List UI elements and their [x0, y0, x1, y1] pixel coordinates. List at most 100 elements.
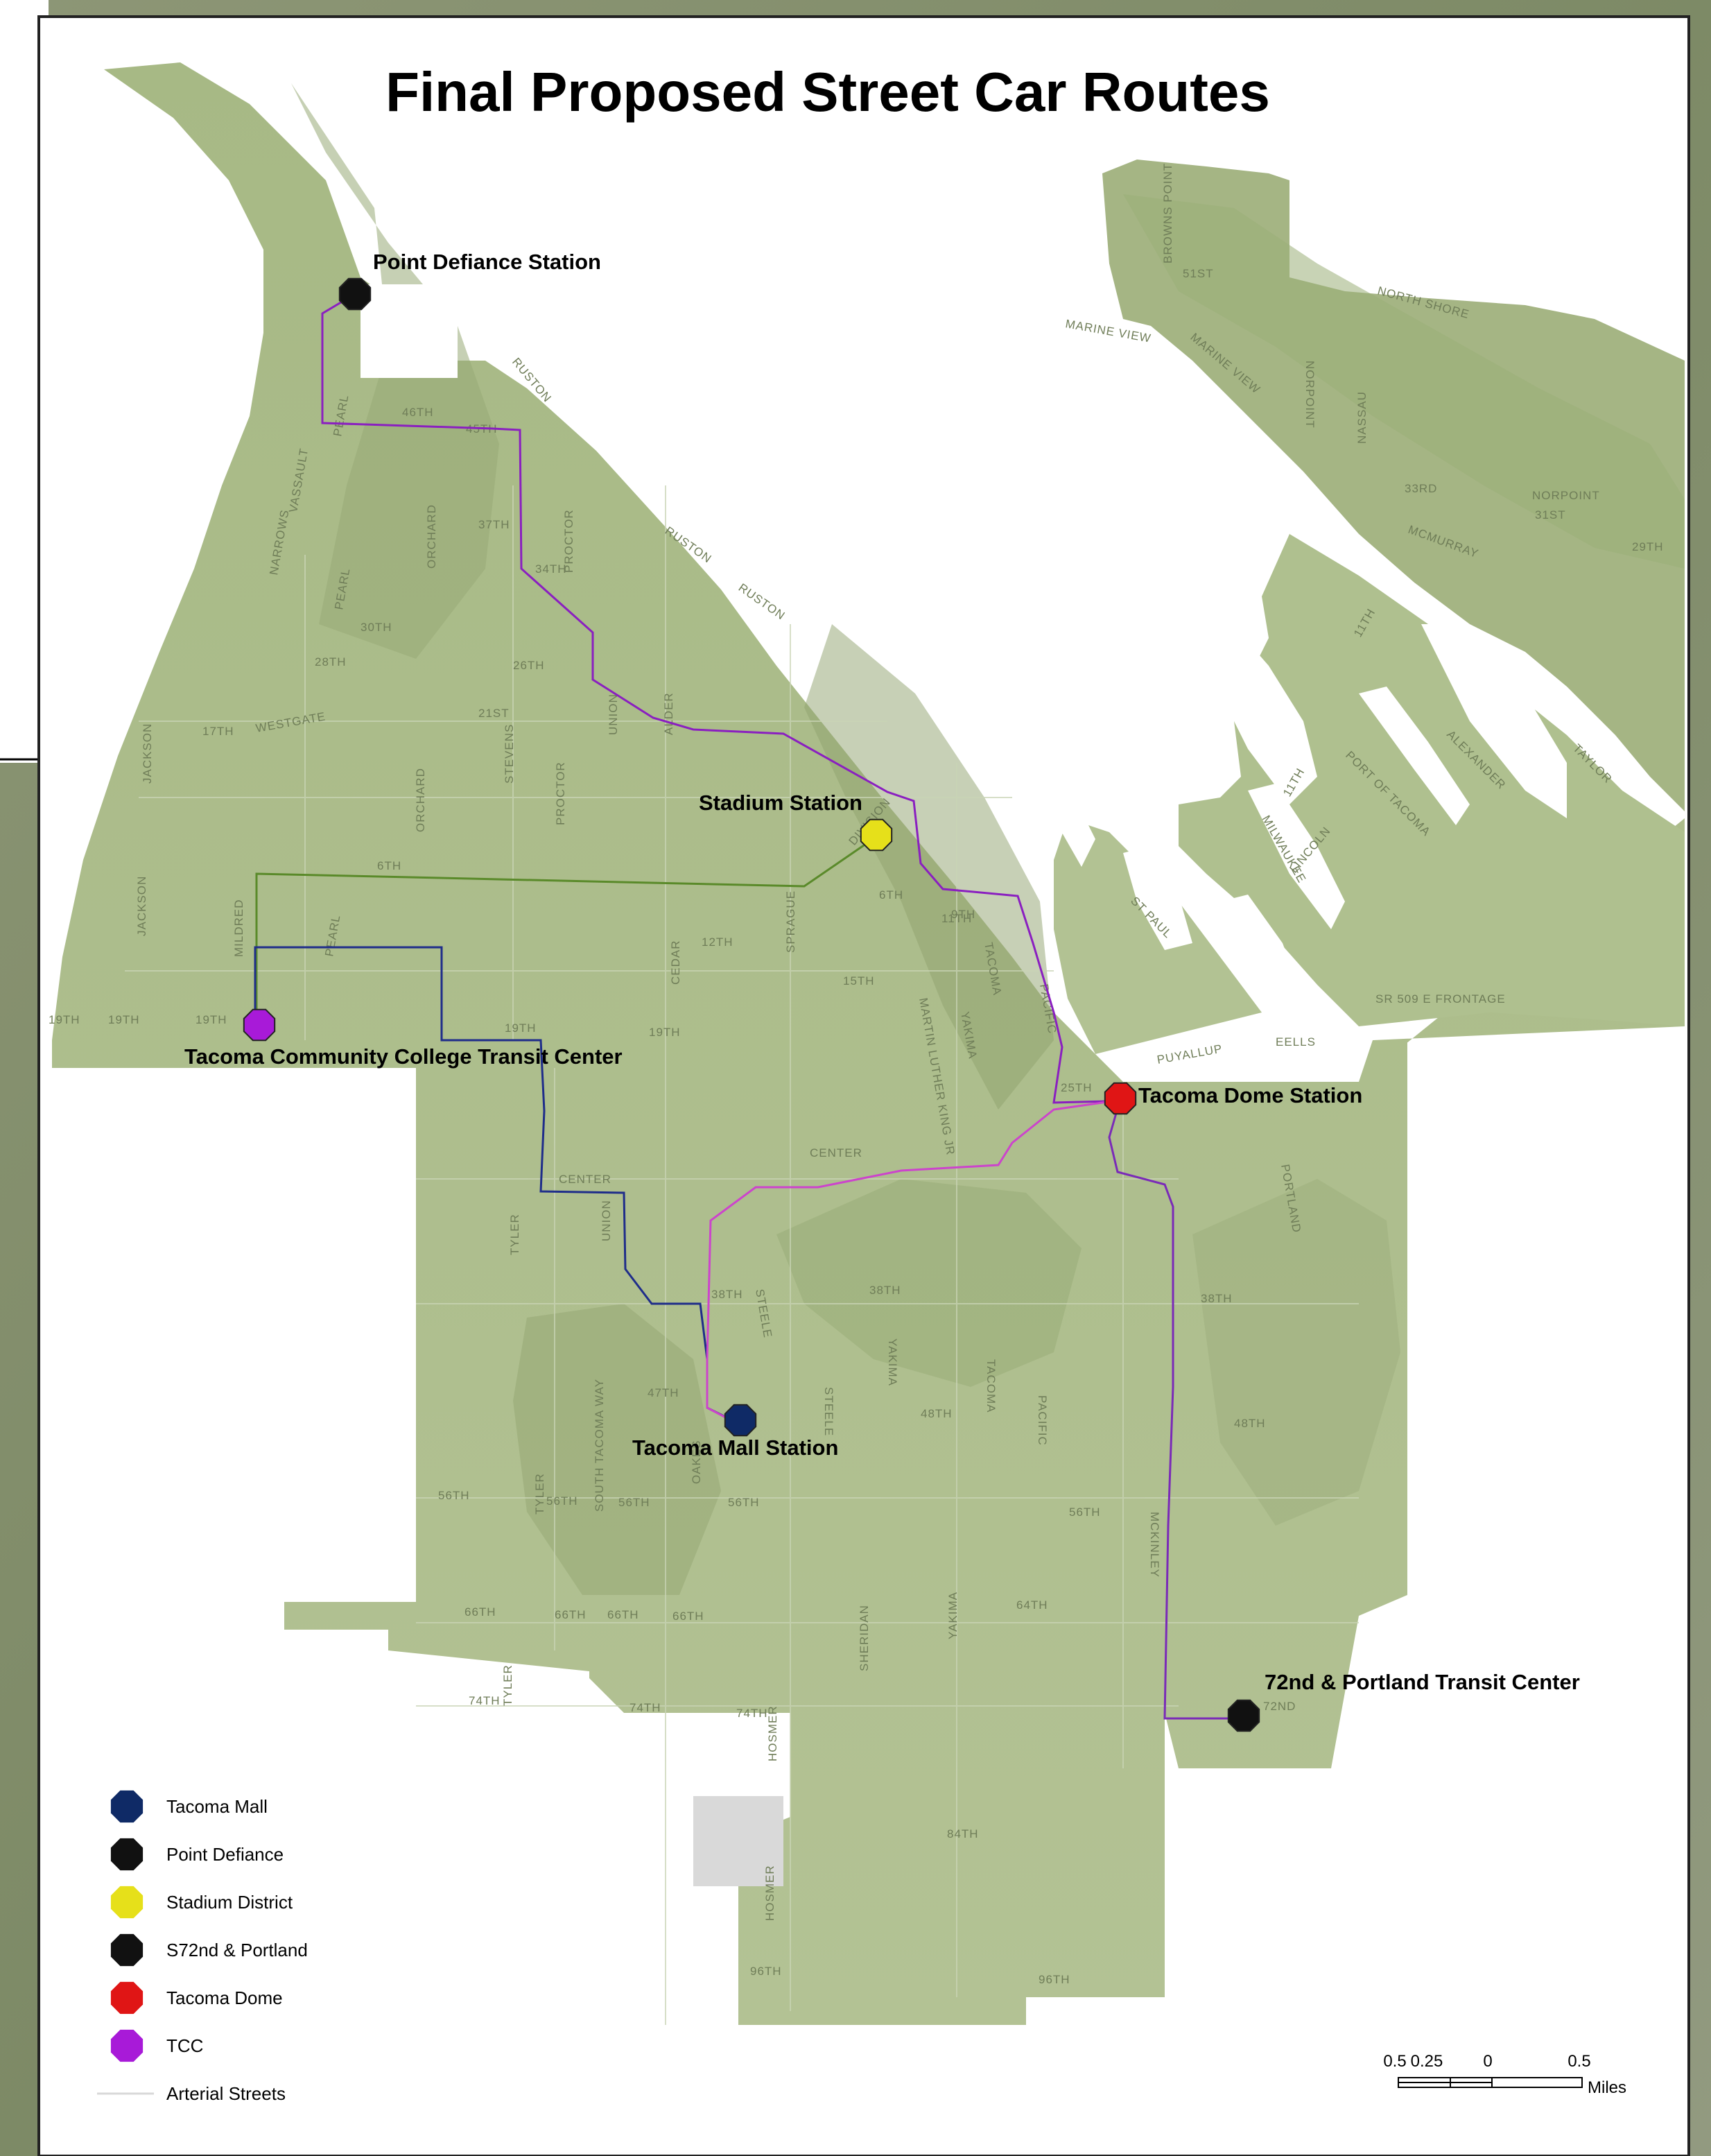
street-label: MILDRED [232, 899, 245, 957]
legend-item: Tacoma Dome [110, 1981, 283, 2015]
street-label: TYLER [501, 1664, 514, 1706]
legend-item: Tacoma Mall [110, 1790, 268, 1823]
street-label: 6TH [879, 888, 903, 902]
street-label: PROCTOR [562, 509, 575, 573]
station-stadium[interactable]: Stadium Station [699, 791, 893, 852]
street-label: 38TH [711, 1288, 743, 1301]
street-label: TACOMA [984, 1359, 998, 1413]
street-label: 19TH [49, 1013, 80, 1026]
street-label: 26TH [513, 659, 545, 672]
legend-label: Point Defiance [166, 1844, 284, 1865]
street-label: 25TH [1061, 1081, 1093, 1094]
street-label: 56TH [1069, 1506, 1101, 1519]
street-label: SR 509 E FRONTAGE [1375, 992, 1506, 1006]
street-label: 28TH [315, 655, 347, 669]
station-tcc[interactable]: Tacoma Community College Transit Center [184, 1008, 623, 1069]
map-title: Final Proposed Street Car Routes [385, 61, 1270, 123]
station-marker-icon[interactable] [724, 1404, 757, 1437]
street-label: ORCHARD [425, 504, 438, 569]
arterial-grid [125, 485, 1359, 2025]
station-point-defiance[interactable]: Point Defiance Station [338, 250, 601, 311]
station-marker-icon[interactable] [243, 1008, 276, 1042]
street-label: 9TH [951, 908, 975, 921]
street-label: 47TH [648, 1386, 679, 1399]
station-label: Stadium Station [699, 791, 862, 815]
legend-swatch-icon [110, 1838, 144, 1871]
street-label: 31ST [1535, 508, 1566, 521]
legend-item: Point Defiance [110, 1838, 284, 1871]
street-label: CEDAR [669, 940, 682, 985]
street-label: NORPOINT [1532, 489, 1600, 502]
street-label: NASSAU [1355, 391, 1369, 444]
street-label: 46TH [402, 406, 434, 419]
route-stadium-tcc [255, 836, 876, 1026]
street-label: UNION [607, 693, 620, 735]
street-label: 72ND [1263, 1700, 1296, 1713]
legend-label: TCC [166, 2035, 203, 2056]
street-label: 66TH [464, 1605, 496, 1619]
station-tacoma-dome[interactable]: Tacoma Dome Station [1104, 1082, 1362, 1115]
legend-item: TCC [110, 2029, 203, 2062]
station-label: Point Defiance Station [373, 250, 601, 274]
street-label: 64TH [1016, 1598, 1048, 1612]
street-label: 74TH [469, 1694, 501, 1707]
scale-unit-label: Miles [1588, 2078, 1626, 2097]
street-label: 56TH [546, 1494, 578, 1508]
street-label: TYLER [508, 1214, 521, 1255]
street-label: PROCTOR [554, 761, 567, 825]
street-label: ALDER [662, 692, 675, 735]
routes [254, 293, 1245, 1720]
street-label: PACIFIC [1036, 1395, 1049, 1446]
water [361, 284, 1567, 1006]
street-label: JACKSON [141, 723, 154, 784]
street-label: YAKIMA [946, 1592, 959, 1639]
street-label: 6TH [377, 859, 401, 872]
station-72nd-portland[interactable]: 72nd & Portland Transit Center [1227, 1670, 1580, 1732]
street-label: SHERIDAN [858, 1605, 871, 1671]
station-label: Tacoma Community College Transit Center [184, 1044, 623, 1069]
street-label: 66TH [555, 1608, 587, 1621]
legend-item: Arterial Streets [97, 2083, 286, 2104]
street-label: HOSMER [766, 1705, 779, 1761]
street-label: 33RD [1405, 482, 1437, 495]
station-marker-icon[interactable] [338, 277, 372, 311]
street-label: 51ST [1183, 267, 1214, 280]
street-label: 56TH [728, 1496, 760, 1509]
street-label: 66TH [672, 1610, 704, 1623]
station-label: Tacoma Dome Station [1138, 1083, 1362, 1107]
street-label: HOSMER [763, 1865, 776, 1921]
street-label: EELLS [1276, 1035, 1316, 1049]
legend-label: Stadium District [166, 1892, 293, 1913]
station-tacoma-mall[interactable]: Tacoma Mall Station [632, 1404, 838, 1460]
street-label: 84TH [947, 1827, 979, 1840]
street-label: BROWNS POINT [1161, 163, 1174, 264]
legend-item: S72nd & Portland [110, 1933, 308, 1967]
street-label: UNION [600, 1200, 613, 1241]
station-label: Tacoma Mall Station [632, 1435, 838, 1460]
street-label: TYLER [533, 1473, 546, 1515]
street-label: 19TH [108, 1013, 140, 1026]
street-label: 48TH [1234, 1417, 1266, 1430]
street-label: 34TH [535, 562, 567, 576]
station-label: 72nd & Portland Transit Center [1265, 1670, 1580, 1694]
station-marker-icon[interactable] [860, 818, 893, 852]
street-label: 30TH [361, 621, 392, 634]
street-label: 15TH [843, 974, 875, 988]
street-label: 37TH [478, 518, 510, 531]
street-label: JACKSON [135, 876, 148, 936]
station-marker-icon[interactable] [1104, 1082, 1137, 1115]
street-label: 21ST [478, 707, 510, 720]
street-label: STEELE [822, 1387, 835, 1436]
street-label: 66TH [607, 1608, 639, 1621]
street-label: 74TH [629, 1701, 661, 1714]
street-label: SPRAGUE [784, 890, 797, 953]
route-point-defiance-tacoma-dome [321, 293, 1110, 1104]
street-label: NORPOINT [1303, 361, 1317, 429]
street-label: STEVENS [503, 724, 516, 784]
station-marker-icon[interactable] [1227, 1699, 1260, 1732]
legend-swatch-icon [110, 1981, 144, 2015]
